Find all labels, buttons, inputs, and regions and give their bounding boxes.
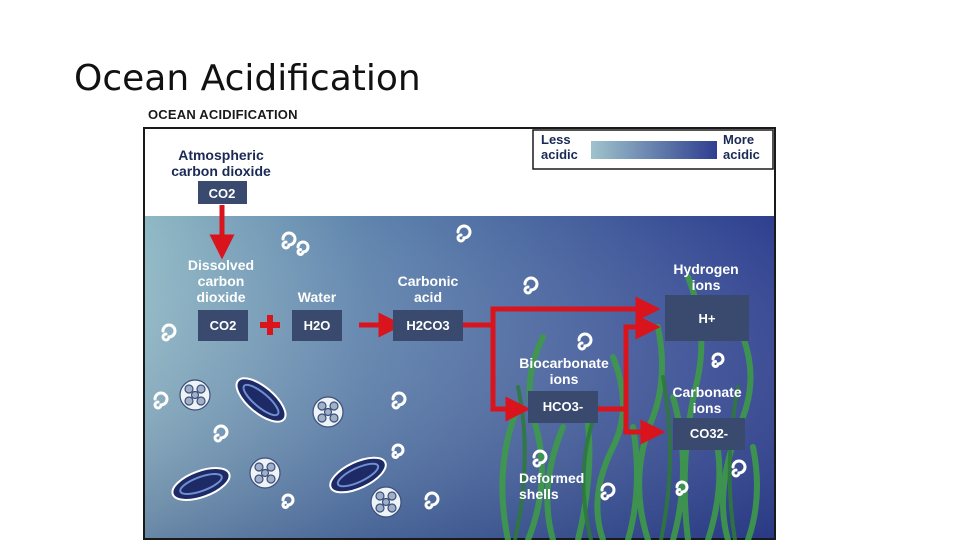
dissolved-label-line2: carbon bbox=[198, 273, 245, 289]
hydrogen-ions: Hydrogen ions H+ bbox=[665, 261, 749, 341]
dissolved-label-line3: dioxide bbox=[196, 289, 245, 305]
bicarbonate-label-line2: ions bbox=[550, 371, 579, 387]
hydrogen-label-line2: ions bbox=[692, 277, 721, 293]
deformed-label-line1: Deformed bbox=[519, 470, 584, 486]
atmospheric-co2-formula: CO2 bbox=[209, 186, 236, 201]
deformed-label-line2: shells bbox=[519, 486, 559, 502]
ocean-acidification-diagram: Less acidic More acidic bbox=[143, 127, 776, 540]
hydrogen-ions-formula: H+ bbox=[699, 311, 716, 326]
bicarbonate-ions-formula: HCO3- bbox=[543, 399, 583, 414]
dissolved-label-line1: Dissolved bbox=[188, 257, 254, 273]
legend-less-line2: acidic bbox=[541, 147, 578, 162]
figure-title: OCEAN ACIDIFICATION bbox=[148, 107, 298, 122]
legend-more-line1: More bbox=[723, 132, 754, 147]
legend-less-line1: Less bbox=[541, 132, 571, 147]
legend-gradient-bar bbox=[591, 141, 717, 159]
water-label: Water bbox=[298, 289, 337, 305]
carbonate-label-line2: ions bbox=[693, 400, 722, 416]
carbonic-label-line1: Carbonic bbox=[398, 273, 459, 289]
dissolved-co2-formula: CO2 bbox=[210, 318, 237, 333]
legend-more-line2: acidic bbox=[723, 147, 760, 162]
atmospheric-label-line2: carbon dioxide bbox=[171, 163, 271, 179]
carbonic-acid-formula: H2CO3 bbox=[406, 318, 449, 333]
water: Water H2O bbox=[292, 289, 342, 341]
acidity-legend: Less acidic More acidic bbox=[533, 130, 773, 169]
slide-title: Ocean Acidification bbox=[74, 58, 421, 99]
bicarbonate-label-line1: Biocarbonate bbox=[519, 355, 609, 371]
carbonate-ions-formula: CO32- bbox=[690, 426, 728, 441]
carbonic-label-line2: acid bbox=[414, 289, 442, 305]
hydrogen-label-line1: Hydrogen bbox=[673, 261, 738, 277]
atmospheric-label-line1: Atmospheric bbox=[178, 147, 264, 163]
carbonate-label-line1: Carbonate bbox=[672, 384, 741, 400]
water-formula: H2O bbox=[304, 318, 331, 333]
